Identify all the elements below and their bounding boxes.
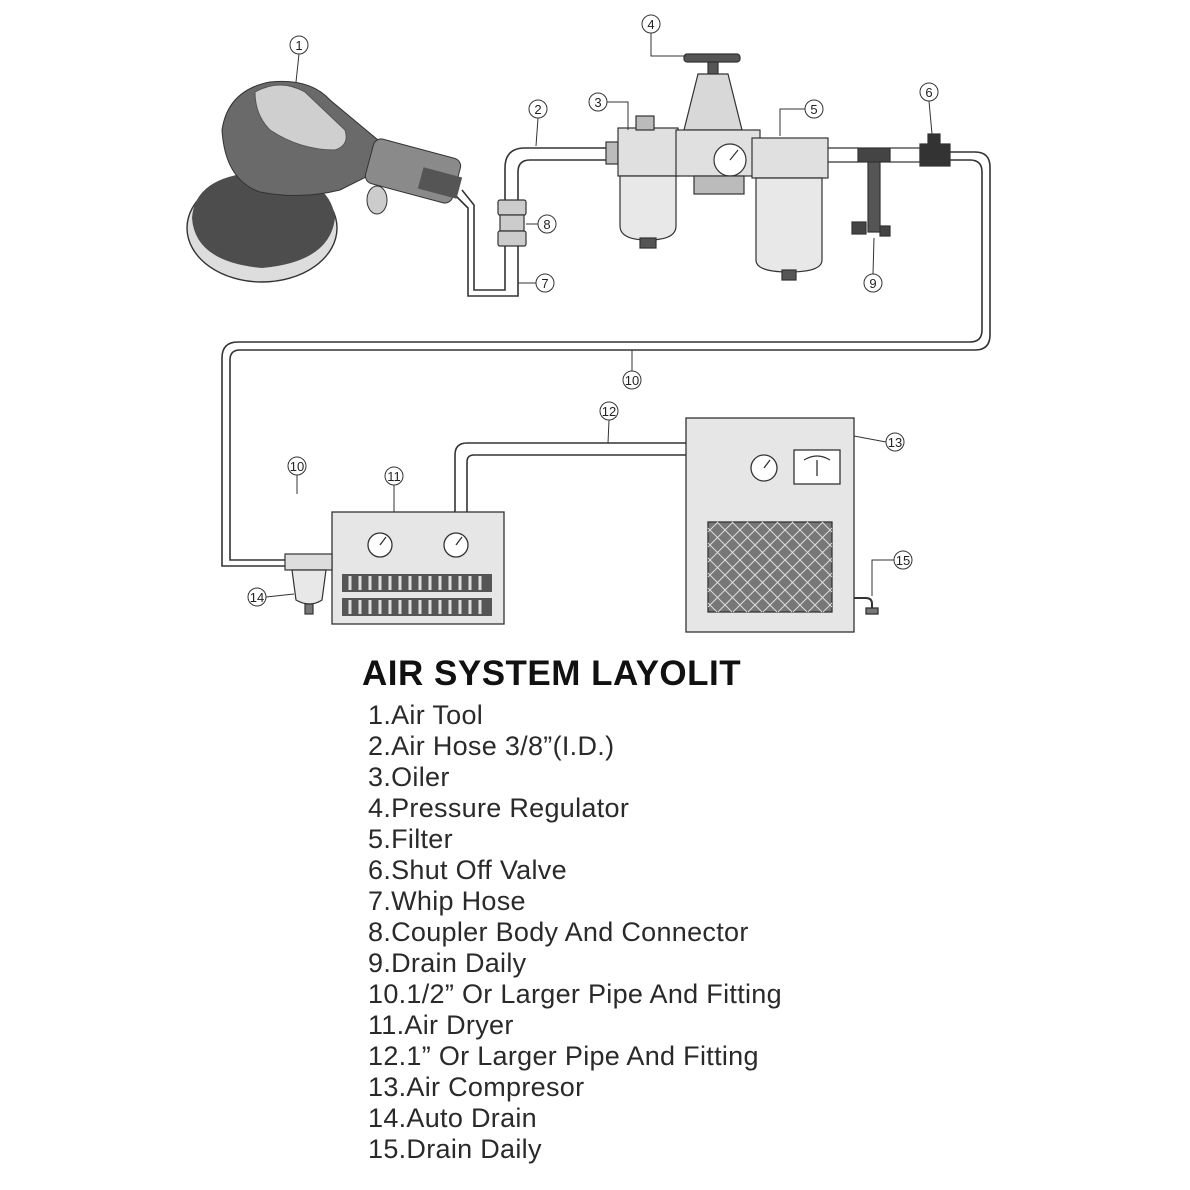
callout-9: 9 [863,237,883,293]
callout-15-label: 15 [896,553,910,568]
callout-7-label: 7 [541,276,548,291]
coupler [497,199,527,247]
callout-13-label: 13 [888,435,902,450]
legend: AIR SYSTEM LAYOLIT 1.Air Tool 2.Air Hose… [360,654,1160,1165]
callout-10-vertical: 10 [287,456,307,494]
callout-1: 1 [289,35,309,83]
legend-item: 5.Filter [368,824,453,854]
air-tool [186,80,463,283]
callout-2: 2 [528,99,548,147]
callout-11: 11 [384,466,404,512]
callout-6-label: 6 [925,85,932,100]
legend-list: 1.Air Tool 2.Air Hose 3/8”(I.D.) 3.Oiler… [360,700,1160,1165]
legend-item: 8.Coupler Body And Connector [368,917,749,947]
legend-item: 4.Pressure Regulator [368,793,630,823]
callout-1-label: 1 [295,38,302,53]
callout-4-label: 4 [647,17,654,32]
callout-7: 7 [518,273,555,293]
callout-13: 13 [853,432,905,452]
oiler [605,115,679,249]
callout-6: 6 [919,82,939,135]
legend-item: 7.Whip Hose [368,886,526,916]
legend-item: 10.1/2” Or Larger Pipe And Fitting [368,979,782,1009]
legend-item: 1.Air Tool [368,700,484,730]
legend-item: 2.Air Hose 3/8”(I.D.) [368,731,615,761]
callout-11-label: 11 [387,469,401,484]
callout-8-label: 8 [543,217,550,232]
legend-item: 15.Drain Daily [368,1134,542,1164]
callout-2-label: 2 [534,102,541,117]
legend-item: 12.1” Or Larger Pipe And Fitting [368,1041,759,1071]
callout-14: 14 [247,587,295,607]
callout-10-pipe: 10 [622,350,642,390]
shut-off-valve [919,133,951,167]
pressure-regulator [675,53,761,195]
legend-item: 9.Drain Daily [368,948,527,978]
callout-3: 3 [588,92,629,130]
legend-title: AIR SYSTEM LAYOLIT [362,654,742,693]
callout-3-label: 3 [594,95,601,110]
air-compressor [685,417,879,633]
drain-tee [851,147,921,237]
legend-item: 14.Auto Drain [368,1103,537,1133]
legend-item: 3.Oiler [368,762,450,792]
callout-8: 8 [526,214,557,234]
pipe-12 [454,442,686,512]
callout-5: 5 [779,99,824,136]
callout-10-vertical-label: 10 [290,459,304,474]
callout-14-label: 14 [250,590,264,605]
legend-item: 13.Air Compresor [368,1072,585,1102]
auto-drain [284,553,333,615]
legend-item: 6.Shut Off Valve [368,855,567,885]
callout-15: 15 [871,550,913,596]
pipe-10-main [221,151,991,567]
callout-5-label: 5 [810,102,817,117]
air-dryer [331,511,505,625]
legend-item: 11.Air Dryer [368,1010,514,1040]
callout-9-label: 9 [869,276,876,291]
filter [751,137,858,281]
air-system-diagram: 1 2 3 4 5 6 7 [186,14,991,633]
callout-12: 12 [599,401,619,444]
callout-10-pipe-label: 10 [625,373,639,388]
callout-4: 4 [641,14,686,57]
hose-2-and-whip-hose [454,147,610,297]
callout-12-label: 12 [602,404,616,419]
